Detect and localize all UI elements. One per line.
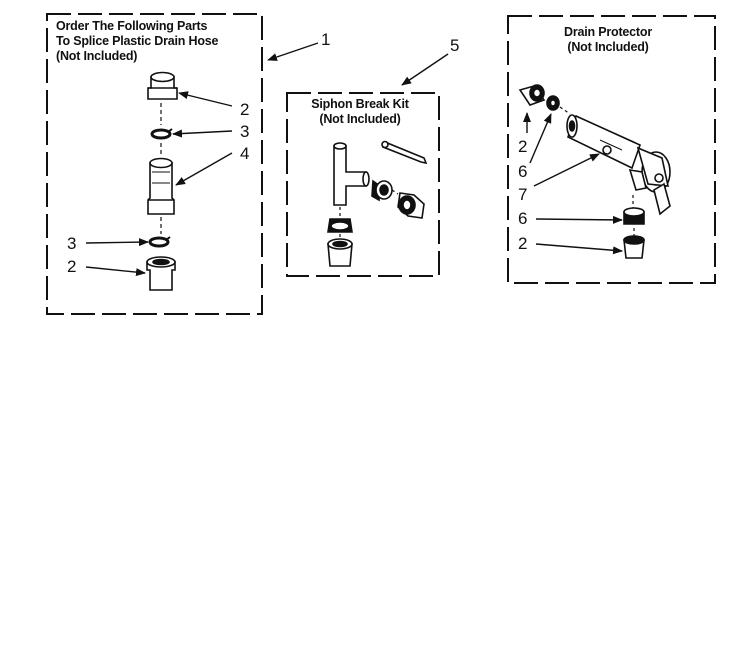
drain-parts xyxy=(518,84,671,259)
siphon-title-line: Siphon Break Kit xyxy=(311,97,409,111)
drain-title-line: (Not Included) xyxy=(567,40,649,54)
callout-drain-cap-top: 2 xyxy=(518,137,528,156)
siphon-group-box xyxy=(286,92,440,277)
drain-group-title: Drain Protector (Not Included) xyxy=(553,25,663,55)
coupling-top-part xyxy=(147,71,178,100)
drain-group-box xyxy=(507,15,716,284)
drain-title-line: Drain Protector xyxy=(564,25,652,39)
siphon-group-title: Siphon Break Kit (Not Included) xyxy=(301,97,419,127)
splice-group-title: Order The Following Parts To Splice Plas… xyxy=(56,19,218,64)
callout-drain-body: 7 xyxy=(518,185,528,204)
leader-arrows xyxy=(85,42,623,277)
splice-title-line: To Splice Plastic Drain Hose xyxy=(56,34,219,48)
siphon-tee-part xyxy=(333,142,370,216)
siphon-title-line: (Not Included) xyxy=(319,112,401,126)
callout-group-1: 1 xyxy=(321,30,331,49)
splice-title-line: (Not Included) xyxy=(56,49,138,63)
clamp-top-part xyxy=(150,128,172,140)
siphon-cap-part xyxy=(397,192,425,219)
callout-splice-connector: 4 xyxy=(240,144,250,163)
callout-splice-coupling-top: 2 xyxy=(240,100,250,119)
siphon-pin-part xyxy=(381,140,428,165)
callout-drain-washer-top: 6 xyxy=(518,162,528,181)
callout-splice-coupling-bottom: 2 xyxy=(67,257,77,276)
callout-splice-clamp-bottom: 3 xyxy=(67,234,77,253)
siphon-bottom-nut-part xyxy=(327,218,353,240)
siphon-parts xyxy=(327,140,428,267)
siphon-nut-part xyxy=(371,179,399,202)
drain-cap-bottom-part xyxy=(623,235,645,259)
splice-group-box xyxy=(46,13,263,315)
drain-protector-body-part xyxy=(566,114,671,216)
callout-splice-clamp-top: 3 xyxy=(240,122,250,141)
coupling-bottom-part xyxy=(146,256,176,291)
callout-group-5: 5 xyxy=(450,36,460,55)
drain-washer-bottom-part xyxy=(623,207,645,225)
splice-title-line: Order The Following Parts xyxy=(56,19,208,33)
connector-part xyxy=(147,103,175,234)
clamp-bottom-part xyxy=(148,236,170,248)
callout-drain-cap-bottom: 2 xyxy=(518,234,528,253)
callout-drain-washer-bottom: 6 xyxy=(518,209,528,228)
splice-parts xyxy=(146,71,178,291)
drain-cap-top-part xyxy=(518,84,546,106)
siphon-bottom-cap-part xyxy=(327,238,353,267)
